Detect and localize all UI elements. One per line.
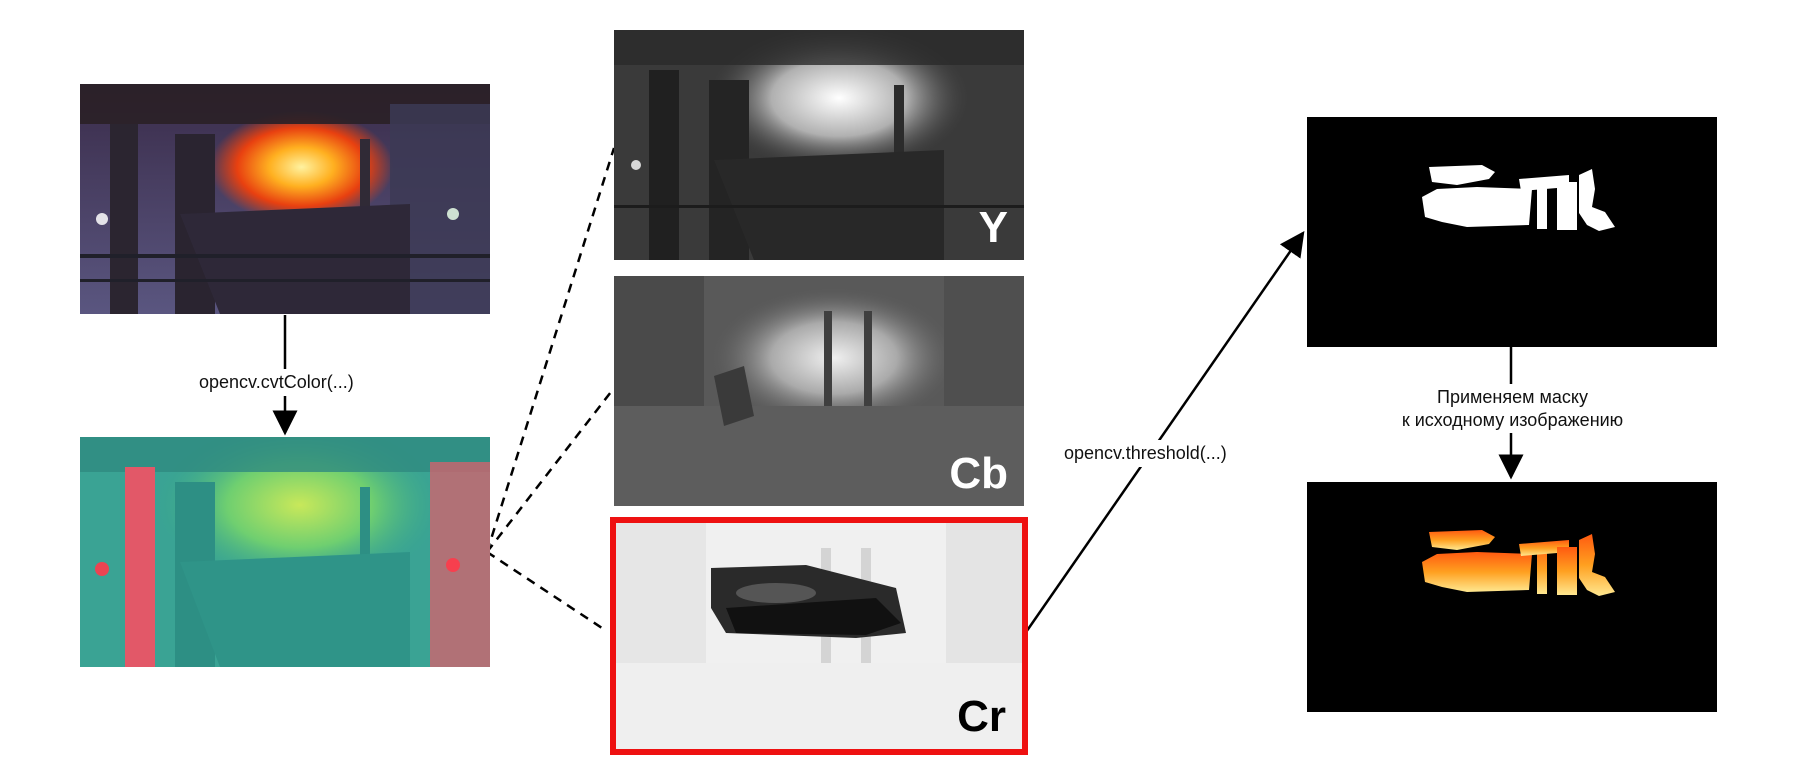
binary-mask-image: [1307, 117, 1717, 347]
apply-mask-line-2: к исходному изображению: [1401, 409, 1624, 430]
cb-channel-label: Cb: [949, 449, 1008, 498]
masked-result-image: [1307, 482, 1717, 712]
cr-channel-image: Cr: [610, 517, 1028, 755]
cb-channel-image: Cb: [614, 276, 1024, 506]
y-channel-image: Y: [614, 30, 1024, 260]
dashed-line-y: [485, 147, 616, 553]
apply-mask-step-label: Применяем маску к исходному изображению: [1370, 384, 1655, 433]
ycbcr-image: [80, 437, 490, 667]
dashed-line-cb: [486, 387, 615, 553]
threshold-step-label: opencv.threshold(...): [1060, 440, 1231, 467]
original-image: [80, 84, 490, 314]
convert-step-label: opencv.cvtColor(...): [195, 369, 358, 396]
y-channel-label: Y: [978, 203, 1008, 252]
cr-channel-label: Cr: [957, 692, 1006, 741]
dashed-line-cr: [486, 550, 606, 632]
apply-mask-line-1: Применяем маску: [1437, 387, 1588, 407]
arrow-threshold: [1022, 230, 1305, 636]
